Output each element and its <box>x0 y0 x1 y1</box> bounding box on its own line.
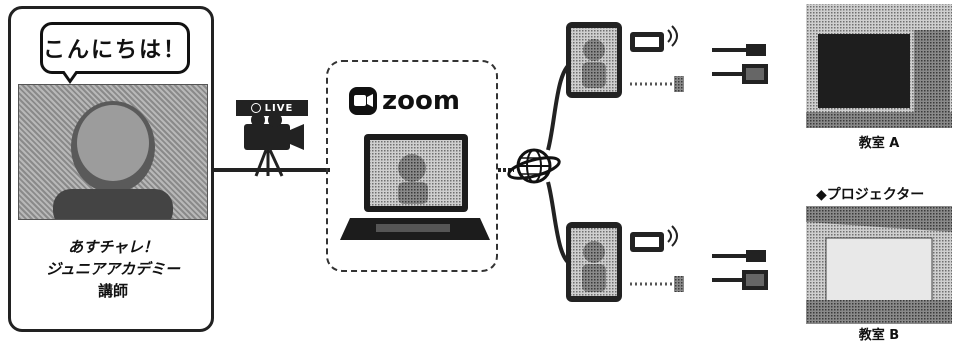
video-camera-icon <box>244 113 304 177</box>
wifi-adapter-bottom-icon <box>630 225 678 252</box>
projector-label: ◆プロジェクター <box>816 187 925 203</box>
hdmi-cable-bottom-icon <box>712 250 766 262</box>
lecturer-caption: あすチャレ！ ジュニアアカデミー 講師 <box>20 236 206 302</box>
speech-bubble: こんにちは！ <box>40 22 190 74</box>
classroom-a-label: 教室 A <box>858 136 900 151</box>
caption-line-3: 講師 <box>97 282 128 300</box>
wifi-adapter-top-icon <box>630 25 678 52</box>
vga-cable-bottom-icon <box>712 270 768 290</box>
lecturer-face-image <box>53 101 173 219</box>
globe-icon <box>507 148 561 184</box>
zoom-logo-icon <box>349 87 377 115</box>
classroom-b-photo <box>806 206 952 324</box>
lecturer-photo <box>18 84 208 220</box>
live-dot-icon <box>250 103 261 113</box>
speech-text: こんにちは！ <box>43 38 188 63</box>
tablet-top-icon <box>566 22 622 98</box>
vga-cable-top-icon <box>712 64 768 84</box>
adapter-block-top <box>674 76 684 92</box>
live-badge: LIVE <box>236 100 308 116</box>
speech-bubble-tail-inner <box>63 69 77 79</box>
zoom-session-frame <box>326 60 498 272</box>
caption-line-2: ジュニアアカデミー <box>46 260 180 278</box>
zoom-logo-text: zoom <box>382 86 460 116</box>
tablet-bottom-icon <box>566 222 622 302</box>
hdmi-cable-top-icon <box>712 44 766 56</box>
live-badge-text: LIVE <box>264 102 294 114</box>
classroom-b-label: 教室 B <box>858 328 900 343</box>
adapter-block-bottom <box>674 276 684 292</box>
caption-line-1: あすチャレ！ <box>68 238 158 256</box>
zoom-logo: zoom <box>348 86 460 116</box>
classroom-a-photo <box>806 4 952 128</box>
laptop-icon <box>340 134 490 240</box>
